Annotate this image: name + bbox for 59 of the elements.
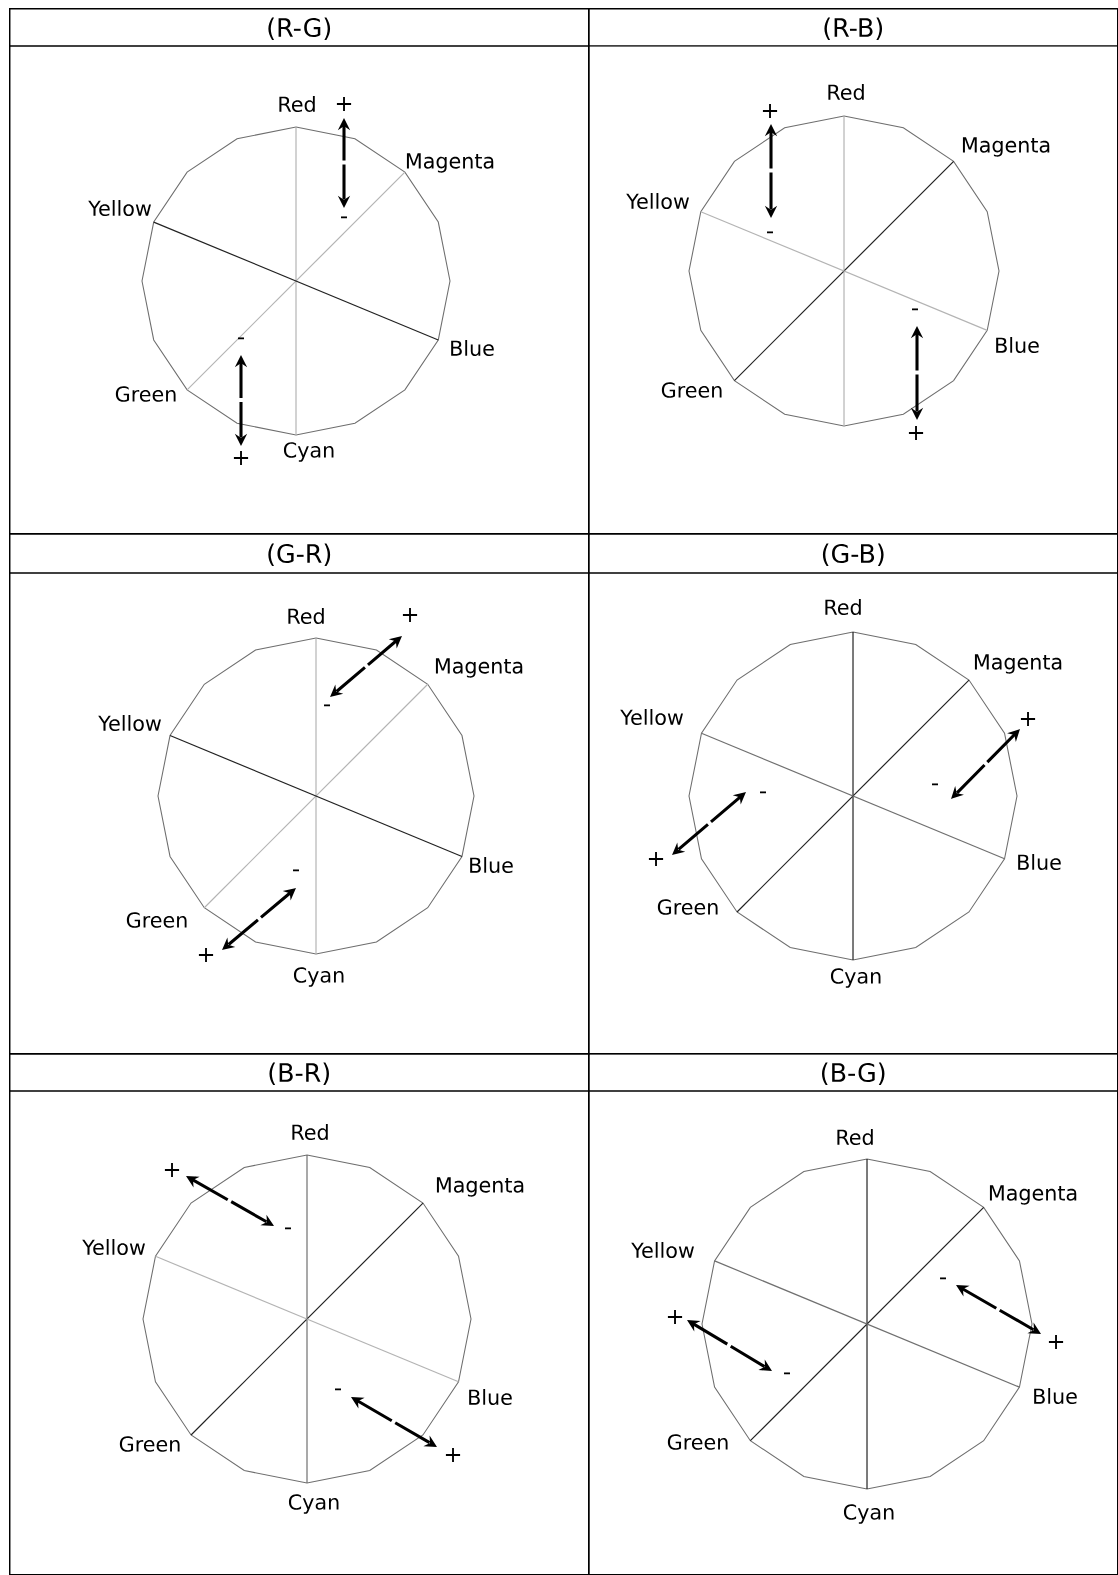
sign-label: - — [324, 704, 330, 707]
color-label: Yellow — [98, 715, 161, 731]
color-label: Green — [661, 382, 722, 398]
sign-label: - — [293, 869, 299, 872]
color-label: Red — [292, 1124, 328, 1140]
sign-label: - — [238, 337, 244, 340]
color-label: Red — [279, 96, 315, 112]
sign-label: + — [198, 947, 214, 963]
sign-label: - — [341, 216, 347, 219]
color-label: Cyan — [288, 1494, 339, 1514]
color-label: Cyan — [830, 968, 881, 988]
color-label: Blue — [1034, 1388, 1077, 1404]
color-label: Blue — [1018, 854, 1061, 870]
color-label: Red — [837, 1129, 873, 1145]
color-label: Magenta — [974, 654, 1062, 674]
color-label: Yellow — [88, 200, 151, 216]
color-label: Magenta — [436, 1177, 524, 1197]
color-label: Yellow — [626, 193, 689, 209]
sign-label: + — [648, 851, 664, 867]
color-label: Blue — [470, 857, 513, 873]
sign-label: + — [445, 1447, 461, 1463]
color-label: Blue — [469, 1389, 512, 1405]
color-label: Magenta — [435, 658, 523, 678]
color-label: Blue — [996, 337, 1039, 353]
color-label: Cyan — [293, 967, 344, 987]
sign-label: + — [1020, 711, 1036, 727]
sign-label: - — [940, 1277, 946, 1280]
color-label: Green — [119, 1436, 180, 1452]
color-label: Yellow — [631, 1242, 694, 1258]
sign-label: + — [908, 425, 924, 441]
sign-label: + — [667, 1309, 683, 1325]
color-label: Magenta — [962, 137, 1050, 157]
sign-label: - — [760, 791, 766, 794]
sign-label: - — [285, 1227, 291, 1230]
sign-label: + — [164, 1162, 180, 1178]
sign-label: + — [233, 450, 249, 466]
color-label: Magenta — [406, 153, 494, 173]
color-label: Magenta — [989, 1185, 1077, 1205]
color-label: Green — [667, 1434, 728, 1450]
sign-label: - — [335, 1388, 341, 1391]
color-label: Green — [115, 386, 176, 402]
color-label: Cyan — [843, 1504, 894, 1524]
sign-label: - — [784, 1372, 790, 1375]
color-label: Red — [288, 608, 324, 624]
color-label: Blue — [451, 340, 494, 356]
sign-label: + — [402, 607, 418, 623]
sign-label: + — [762, 103, 778, 119]
sign-label: - — [912, 308, 918, 311]
sign-label: - — [932, 783, 938, 786]
color-label: Red — [828, 84, 864, 100]
sign-label: + — [1048, 1334, 1064, 1350]
color-label: Cyan — [283, 442, 334, 462]
color-label: Yellow — [82, 1239, 145, 1255]
color-label: Green — [126, 912, 187, 928]
sign-label: + — [336, 96, 352, 112]
color-label: Green — [657, 899, 718, 915]
color-label: Yellow — [620, 709, 683, 725]
sign-label: - — [767, 231, 773, 234]
color-label: Red — [825, 599, 861, 615]
